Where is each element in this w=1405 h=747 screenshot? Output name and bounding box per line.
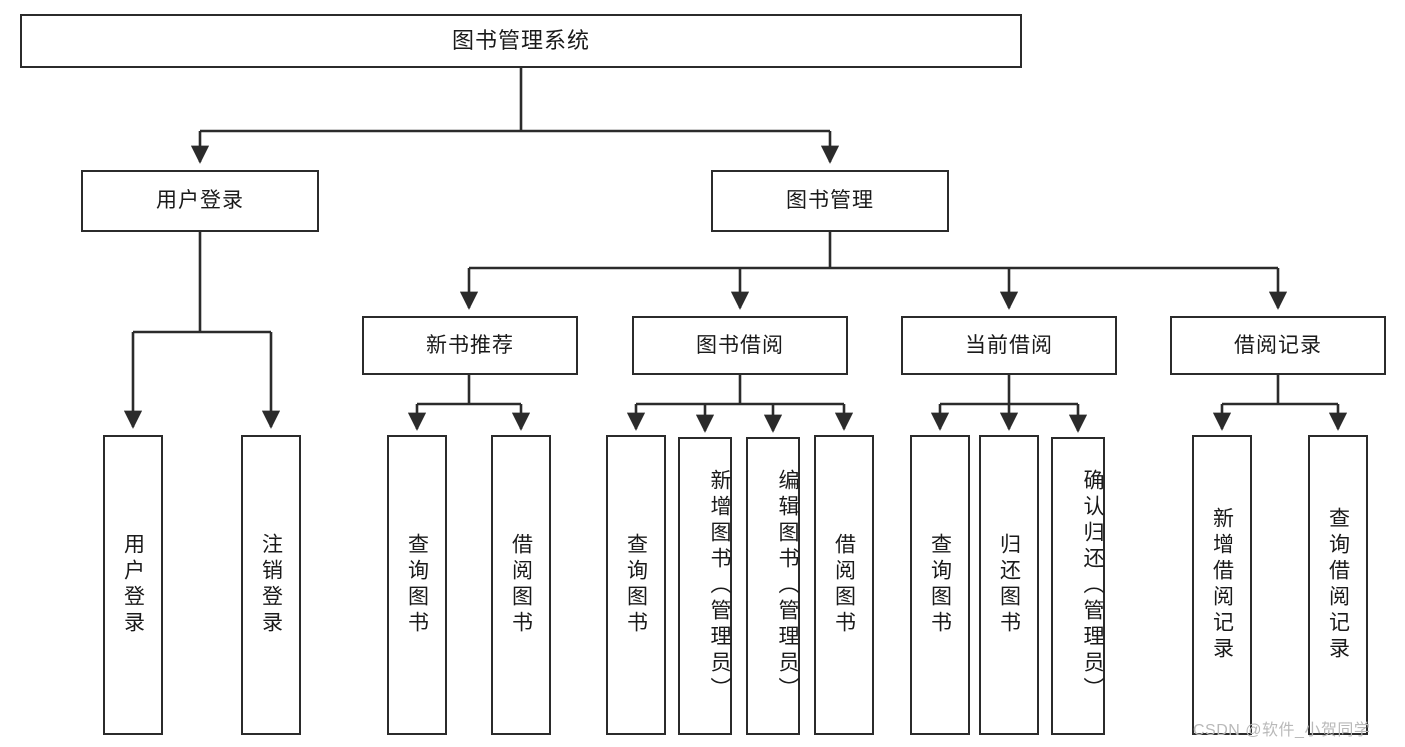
- node-current-borrow[interactable]: 当前借阅: [901, 316, 1117, 375]
- node-borrow-record[interactable]: 借阅记录: [1170, 316, 1386, 375]
- node-book-borrow[interactable]: 图书借阅: [632, 316, 848, 375]
- node-book-management[interactable]: 图书管理: [711, 170, 949, 232]
- leaf-return-book[interactable]: 归还图书: [979, 435, 1039, 735]
- leaf-user-login[interactable]: 用户登录: [103, 435, 163, 735]
- leaf-borrow-book-borrow[interactable]: 借阅图书: [814, 435, 874, 735]
- leaf-confirm-return[interactable]: 确认归还（管理员）: [1051, 437, 1105, 735]
- csdn-watermark: CSDN @软件_小贺同学: [1193, 722, 1371, 739]
- node-root[interactable]: 图书管理系统: [20, 14, 1022, 68]
- leaf-query-book-recommend[interactable]: 查询图书: [387, 435, 447, 735]
- leaf-add-book[interactable]: 新增图书（管理员）: [678, 437, 732, 735]
- node-user-login[interactable]: 用户登录: [81, 170, 319, 232]
- node-new-book-recommend[interactable]: 新书推荐: [362, 316, 578, 375]
- leaf-user-logout[interactable]: 注销登录: [241, 435, 301, 735]
- leaf-query-book-borrow[interactable]: 查询图书: [606, 435, 666, 735]
- leaf-borrow-book-recommend[interactable]: 借阅图书: [491, 435, 551, 735]
- leaf-query-book-current[interactable]: 查询图书: [910, 435, 970, 735]
- leaf-query-borrow-record[interactable]: 查询借阅记录: [1308, 435, 1368, 735]
- leaf-edit-book[interactable]: 编辑图书（管理员）: [746, 437, 800, 735]
- leaf-add-borrow-record[interactable]: 新增借阅记录: [1192, 435, 1252, 735]
